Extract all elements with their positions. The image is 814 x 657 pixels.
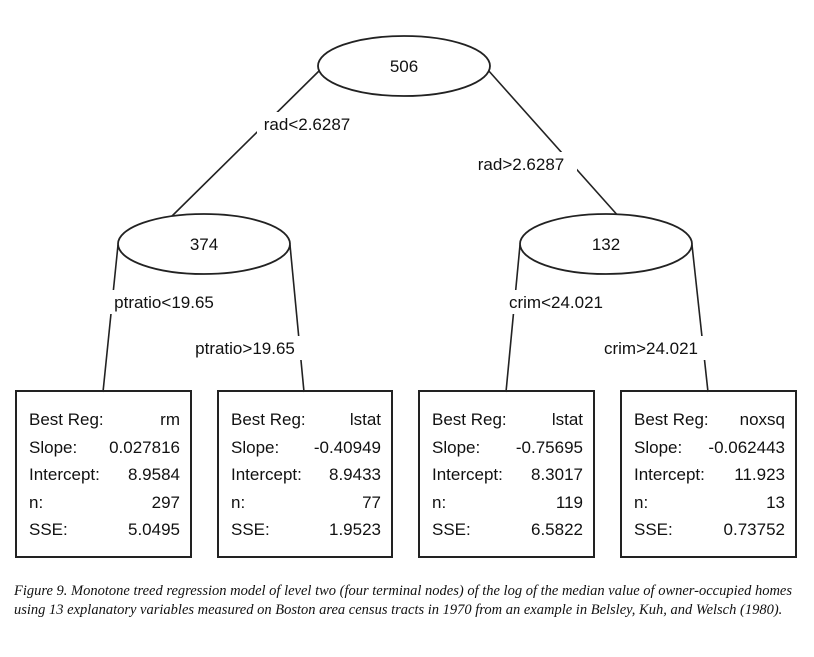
edge-label-right-left: crim<24.021: [509, 293, 603, 312]
edge-root-left: [169, 69, 321, 219]
leaf-row: Intercept:11.923: [634, 465, 785, 484]
edge-right-left: [505, 244, 521, 393]
leaf-row: Intercept:8.9433: [231, 465, 381, 484]
leaf-row: n:119: [432, 492, 583, 512]
leaf-row: Slope:-0.75695: [432, 437, 583, 457]
node-root-count: 506: [390, 57, 418, 76]
leaf-box-2: Best Reg:lstat Slope:-0.40949 Intercept:…: [217, 390, 393, 558]
edge-label-left-right: ptratio>19.65: [195, 339, 295, 358]
leaf-row: Intercept:8.9584: [29, 465, 180, 484]
node-right-count: 132: [592, 235, 620, 254]
leaf-row: Slope:-0.40949: [231, 437, 381, 457]
edge-left-left: [102, 244, 119, 393]
edge-left-right: [289, 244, 305, 393]
figure-caption: Figure 9. Monotone treed regression mode…: [14, 583, 792, 618]
leaf-row: Best Reg:noxsq: [634, 410, 785, 429]
leaf-box-3: Best Reg:lstat Slope:-0.75695 Intercept:…: [418, 390, 595, 558]
edge-root-right: [487, 69, 621, 219]
leaf-box-4: Best Reg:noxsq Slope:-0.062443 Intercept…: [620, 390, 797, 558]
leaf-row: n:77: [231, 492, 381, 512]
leaf-row: Intercept:8.3017: [432, 465, 583, 484]
leaf-row: SSE:0.73752: [634, 520, 785, 539]
leaf-row: Slope:0.027816: [29, 437, 180, 457]
leaf-row: n:297: [29, 492, 180, 512]
node-right-ellipse: [519, 213, 693, 275]
node-left-count: 374: [190, 235, 218, 254]
leaf-row: n:13: [634, 492, 785, 512]
node-root-ellipse: [317, 35, 491, 97]
leaf-row: SSE:6.5822: [432, 520, 583, 539]
leaf-row: SSE:1.9523: [231, 520, 381, 539]
node-left-ellipse: [117, 213, 291, 275]
edge-label-root-right: rad>2.6287: [478, 155, 565, 174]
edge-right-right: [691, 244, 709, 393]
leaf-row: Best Reg:lstat: [432, 410, 583, 429]
edge-label-right-right: crim>24.021: [604, 339, 698, 358]
edge-label-root-left: rad<2.6287: [264, 115, 351, 134]
edge-label-left-left: ptratio<19.65: [114, 293, 214, 312]
leaf-box-1: Best Reg:rm Slope:0.027816 Intercept:8.9…: [15, 390, 192, 558]
leaf-row: Best Reg:lstat: [231, 410, 381, 429]
leaf-row: Best Reg:rm: [29, 410, 180, 429]
leaf-row: Slope:-0.062443: [634, 437, 785, 457]
leaf-row: SSE:5.0495: [29, 520, 180, 539]
